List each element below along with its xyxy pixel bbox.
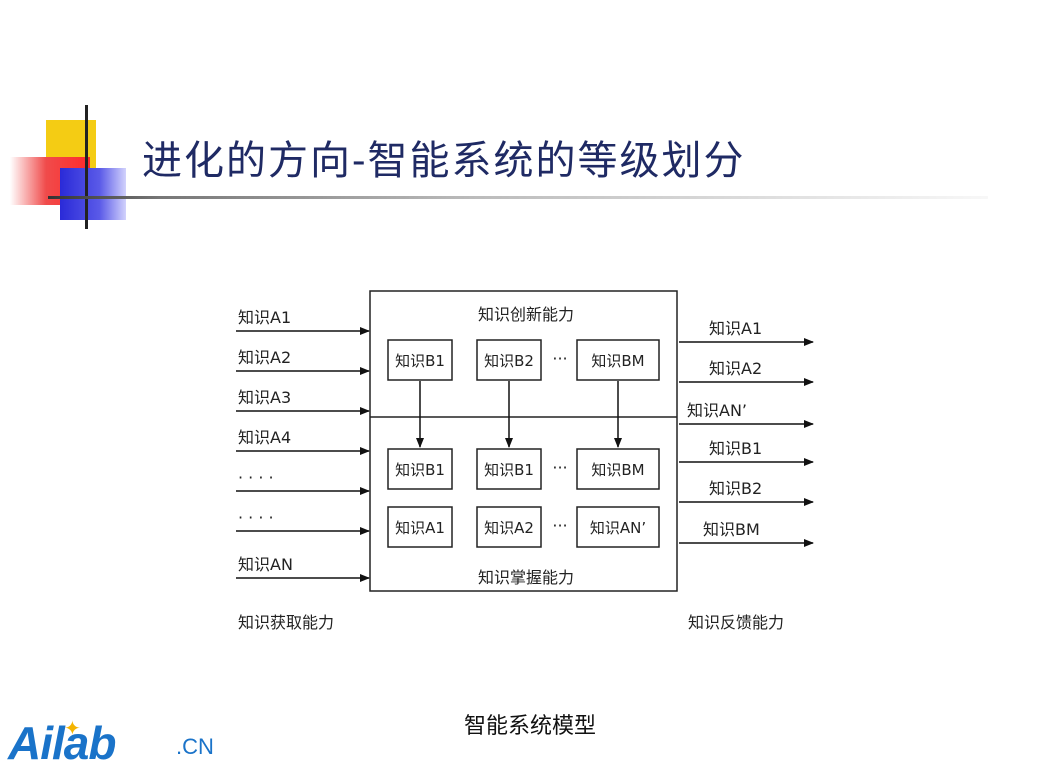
knowledge-box xyxy=(476,506,542,548)
knowledge-box xyxy=(576,339,660,381)
input-arrows: 知识A1 知识A2 知识A3 知识A4 · · · · · · · · 知识AN xyxy=(236,308,370,582)
logo-wordmark: Ailab xyxy=(8,717,116,769)
input-label: · · · · xyxy=(238,508,274,527)
knowledge-box-label: 知识BM xyxy=(591,461,644,479)
decor-vertical-line xyxy=(85,105,88,229)
slide-title: 进化的方向-智能系统的等级划分 xyxy=(142,138,746,184)
knowledge-box-label: 知识A2 xyxy=(484,519,534,537)
knowledge-box xyxy=(476,448,542,490)
ellipsis: ··· xyxy=(552,516,567,535)
decor-blue-square xyxy=(60,168,126,220)
input-label: 知识A2 xyxy=(238,348,291,367)
figure-caption: 智能系统模型 xyxy=(463,714,596,739)
output-label: 知识BM xyxy=(703,520,760,539)
output-arrows: 知识A1 知识A2 知识AN’ 知识B1 知识B2 知识BM xyxy=(679,319,814,547)
knowledge-box-label: 知识B1 xyxy=(395,352,445,370)
output-label: 知识A1 xyxy=(709,319,762,338)
output-label: 知识B2 xyxy=(709,479,762,498)
knowledge-box-label: 知识A1 xyxy=(395,519,445,537)
knowledge-box xyxy=(387,448,453,490)
output-label: 知识AN’ xyxy=(687,401,747,420)
input-label: · · · · xyxy=(238,468,274,487)
input-label: 知识A1 xyxy=(238,308,291,327)
knowledge-boxes: 知识B1 知识B2 知识BM ··· 知识B1 知识B1 知识BM ··· 知识A1 知识A2 知识… xyxy=(387,339,660,548)
innovation-layer-label: 知识创新能力 xyxy=(478,305,574,324)
knowledge-box-label: 知识AN’ xyxy=(590,519,646,537)
output-label: 知识B1 xyxy=(709,439,762,458)
system-frame xyxy=(369,290,678,592)
ellipsis: ··· xyxy=(552,458,567,477)
output-label: 知识A2 xyxy=(709,359,762,378)
knowledge-box xyxy=(576,506,660,548)
input-label: 知识A4 xyxy=(238,428,291,447)
input-label: 知识AN xyxy=(238,555,293,574)
down-arrows xyxy=(416,381,622,448)
knowledge-box-label: 知识BM xyxy=(591,352,644,370)
knowledge-box-label: 知识B2 xyxy=(484,352,534,370)
feedback-caption: 知识反馈能力 xyxy=(688,613,784,632)
intelligent-system-diagram: 知识创新能力 知识掌握能力 知识获取能力 知识反馈能力 知识A1 知识A2 知识A3… xyxy=(236,290,814,632)
knowledge-box xyxy=(476,339,542,381)
knowledge-box xyxy=(576,448,660,490)
knowledge-box-label: 知识B1 xyxy=(484,461,534,479)
ellipsis: ··· xyxy=(552,349,567,368)
knowledge-box xyxy=(387,339,453,381)
decor-title-underline xyxy=(48,196,988,199)
input-label: 知识A3 xyxy=(238,388,291,407)
knowledge-box-label: 知识B1 xyxy=(395,461,445,479)
mastery-layer-label: 知识掌握能力 xyxy=(478,568,574,587)
logo-suffix: .CN xyxy=(176,734,214,759)
acquisition-caption: 知识获取能力 xyxy=(238,613,334,632)
knowledge-box xyxy=(387,506,453,548)
logo-star-icon: ✦ xyxy=(64,716,81,740)
